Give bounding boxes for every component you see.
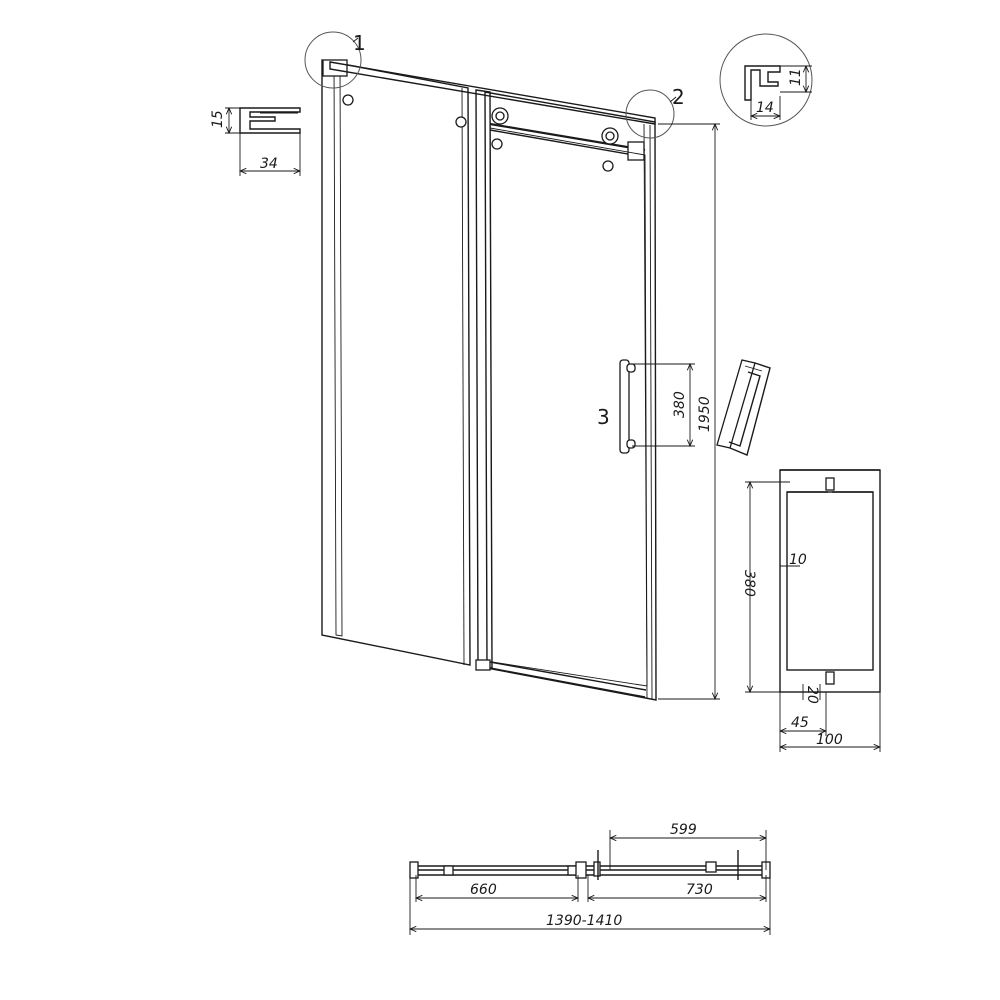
profile-detail-1: 15 34 (210, 108, 300, 176)
callout-circle-1 (304, 31, 362, 89)
profile2-height-label: 11 (788, 68, 804, 86)
callout-circle-2 (625, 89, 675, 139)
plan-slider-label: 730 (686, 882, 713, 898)
profile1-width-label: 34 (260, 156, 278, 172)
callout-1: 1 (353, 31, 366, 55)
handle-detail: 380 10 20 45 100 (741, 469, 880, 752)
plan-fixed-label: 660 (470, 882, 497, 898)
handle-total-label: 100 (816, 732, 843, 748)
sliding-glass-door (475, 89, 657, 701)
door-height-label: 1950 (697, 396, 713, 432)
plan-total-label: 1390-1410 (546, 913, 622, 929)
top-rail (329, 61, 656, 172)
profile-detail-2: 11 14 (719, 33, 813, 127)
handle-span-label: 380 (672, 391, 688, 418)
handle-depth-label: 45 (791, 715, 809, 731)
plan-view: 599 660 730 1390-1410 (410, 822, 770, 935)
front-elevation: 1 2 3 380 1950 (304, 31, 720, 701)
handle-post-label: 20 (804, 686, 820, 704)
plan-opening-label: 599 (670, 822, 697, 838)
profile1-height-label: 15 (210, 110, 226, 128)
handle-span-dimension: 380 (632, 364, 695, 446)
handle-detail-span-label: 380 (741, 570, 757, 597)
door-height-dimension: 1950 (658, 124, 720, 699)
callout-3: 3 (597, 405, 610, 429)
handle-isometric (716, 359, 771, 456)
fixed-glass-panel (321, 59, 471, 666)
callout-2: 2 (672, 85, 685, 109)
handle-bar-offset-label: 10 (789, 552, 807, 568)
door-handle (619, 359, 636, 454)
profile2-width-label: 14 (756, 100, 774, 116)
